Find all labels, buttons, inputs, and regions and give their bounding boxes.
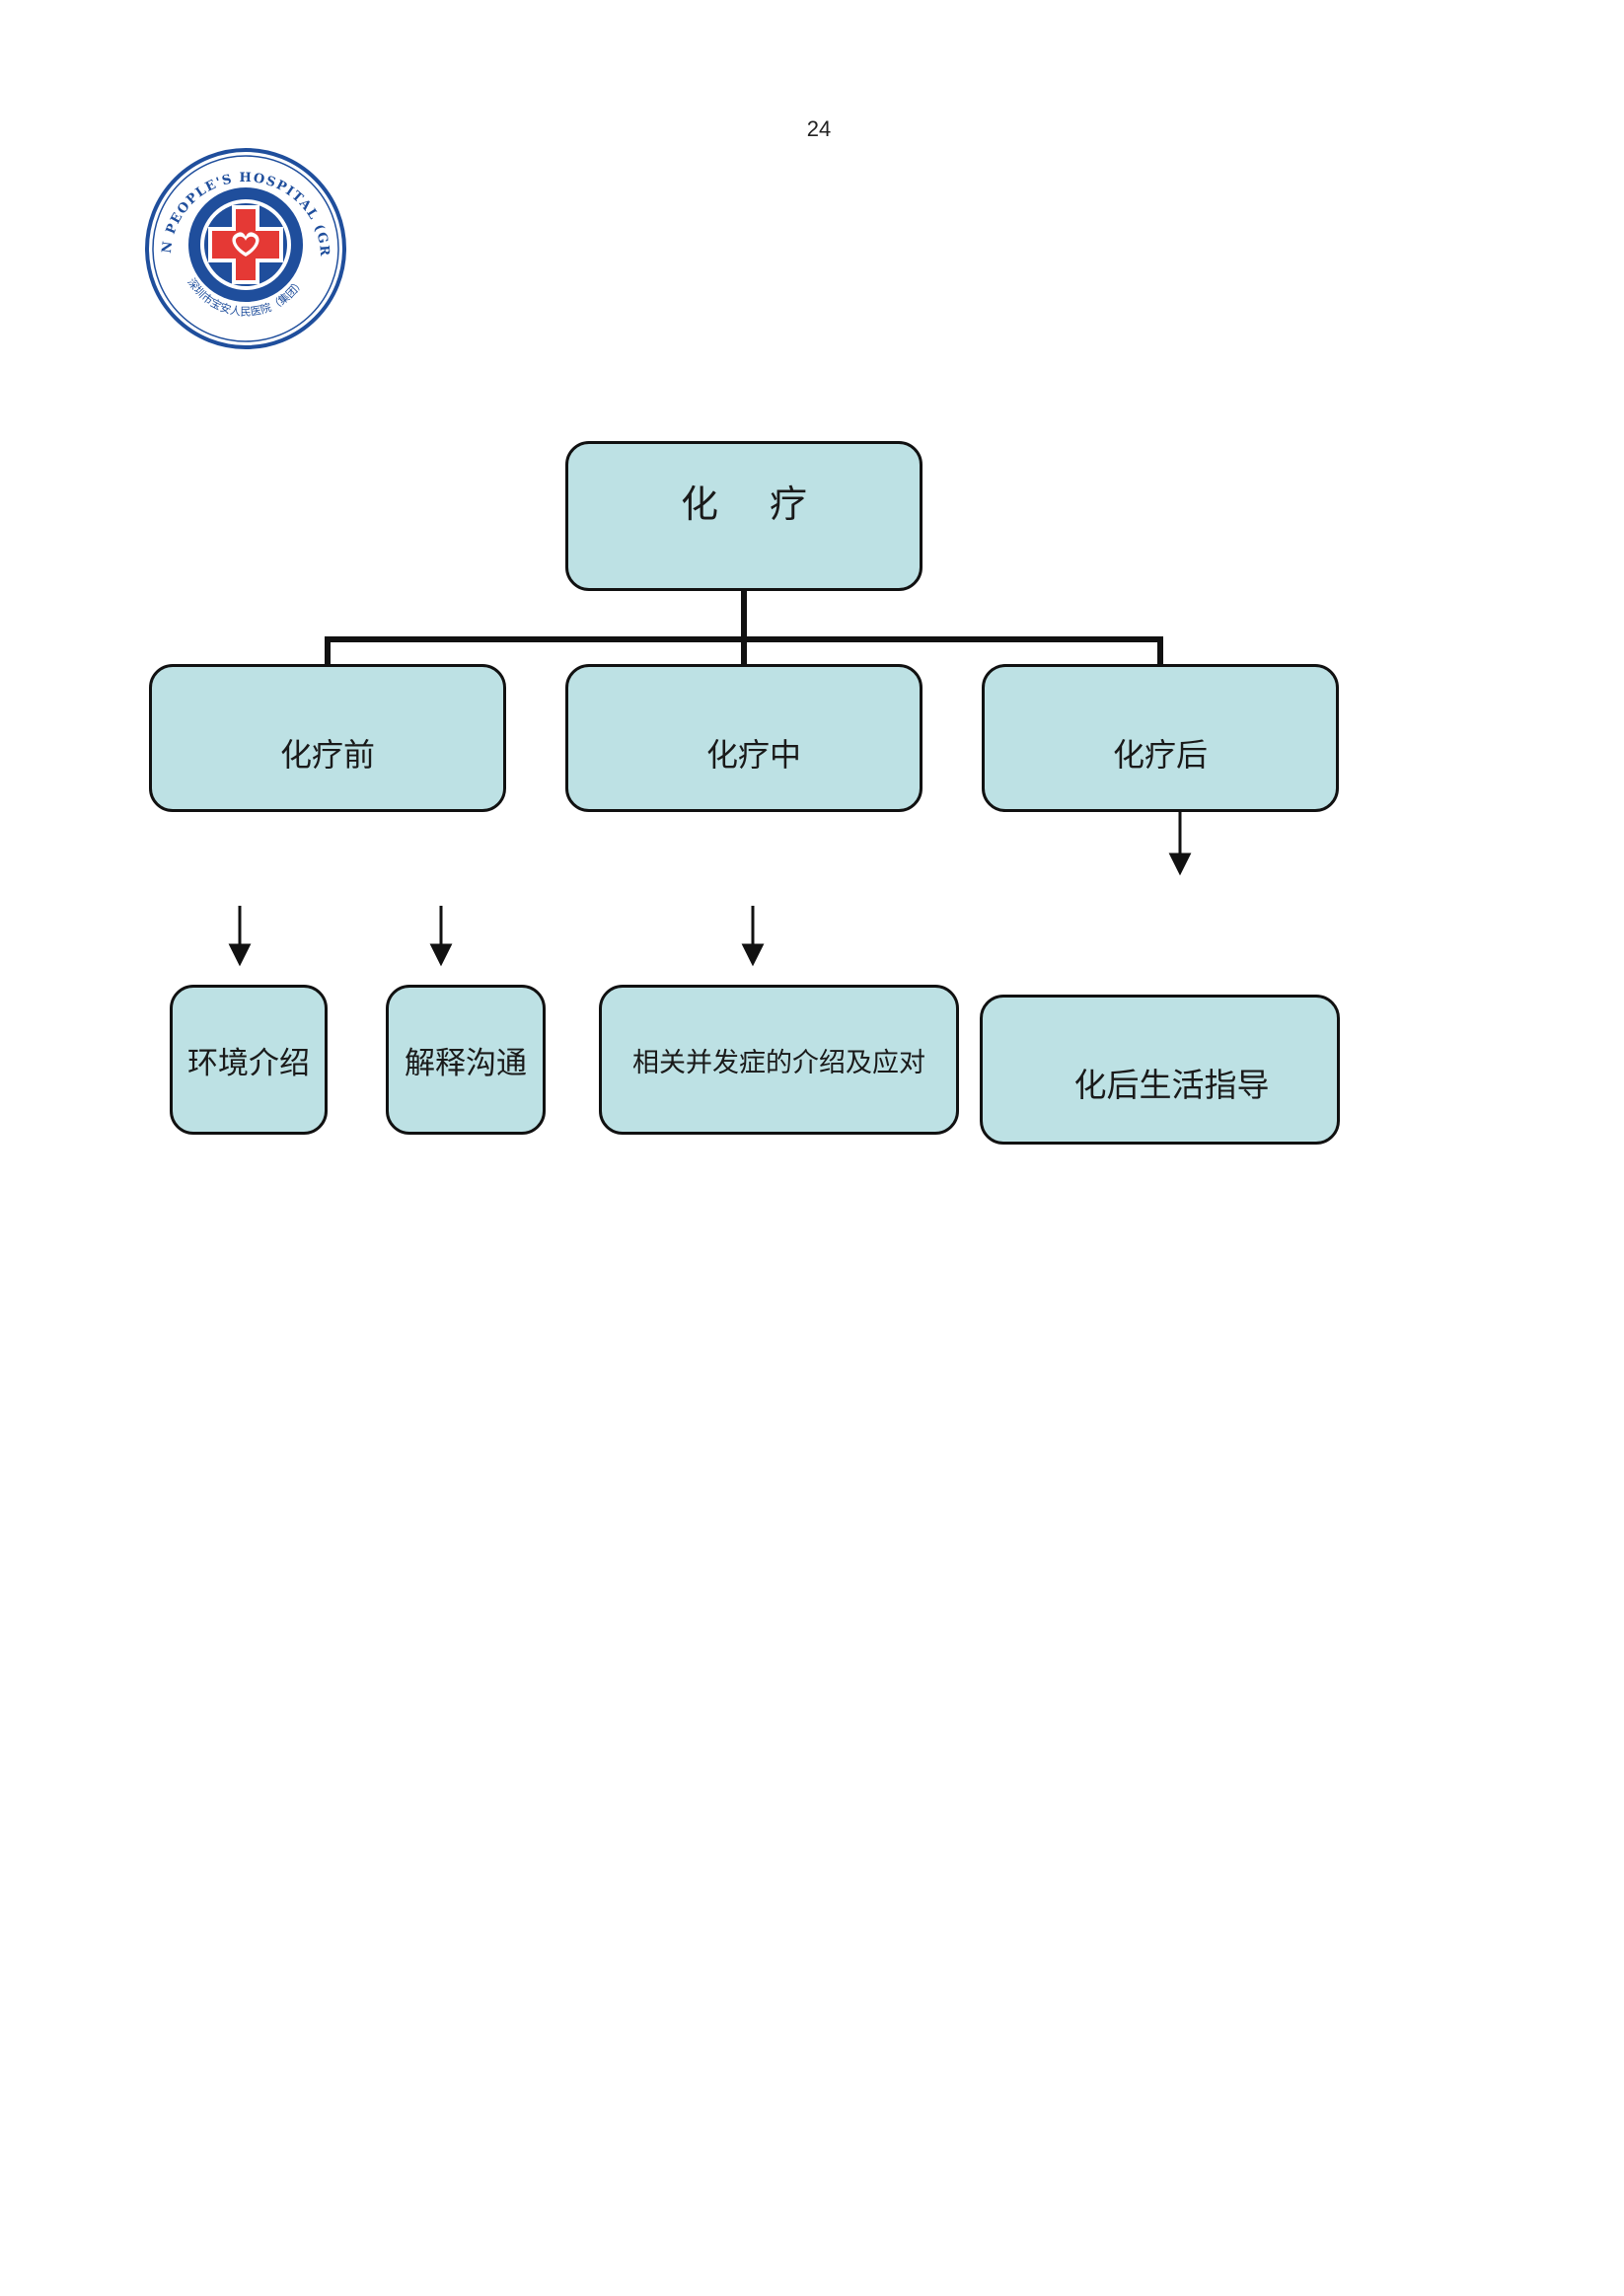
- arrowhead-explain: [429, 943, 453, 967]
- item-environment-node: 环境介绍: [170, 985, 328, 1135]
- root-node: 化 疗: [565, 441, 923, 591]
- item-complications-node: 相关并发症的介绍及应对: [599, 985, 959, 1135]
- item-explain-node: 解释沟通: [386, 985, 546, 1135]
- stage-after-node: 化疗后: [982, 664, 1339, 812]
- hospital-logo: BAOAN PEOPLE'S HOSPITAL (GROUP) 深圳市宝安人民医…: [143, 146, 346, 349]
- arrowhead-after: [1168, 852, 1192, 876]
- arrowhead-complic: [741, 943, 765, 967]
- item-life-guidance-node: 化后生活指导: [980, 995, 1340, 1145]
- page-number: 24: [806, 116, 832, 141]
- stage-before-node: 化疗前: [149, 664, 506, 812]
- stage-during-node: 化疗中: [565, 664, 923, 812]
- arrowhead-env: [228, 943, 252, 967]
